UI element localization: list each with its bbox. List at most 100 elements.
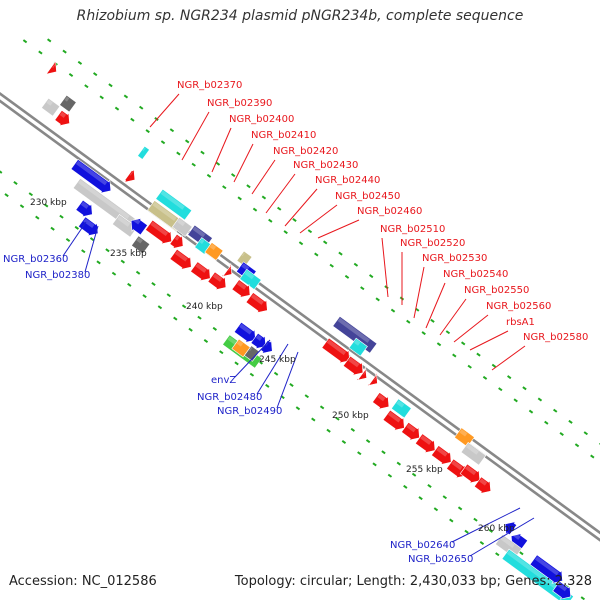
tick-dot: [19, 204, 25, 209]
gene-highlight: [236, 340, 244, 347]
gene-shape: [366, 372, 378, 387]
gene-feature-r: [473, 476, 492, 494]
gene-highlight: [52, 64, 56, 69]
gene-highlight: [239, 323, 253, 335]
gene-shape: [41, 97, 61, 117]
scale-tick-label: 240 kbp: [186, 302, 223, 312]
gene-feature-b: [552, 580, 572, 600]
backbone-layer: [0, 91, 600, 542]
tick-dot: [22, 39, 28, 44]
gene-highlight: [459, 429, 468, 437]
tick-dot: [283, 230, 288, 235]
tick-dot: [114, 106, 120, 111]
tick-dot: [81, 249, 86, 254]
gene-highlight: [373, 376, 378, 381]
tick-dot: [130, 117, 135, 122]
gene-highlight: [136, 237, 143, 244]
gene-shape: [220, 262, 233, 278]
gene-highlight: [241, 263, 250, 271]
tick-dot: [544, 420, 549, 425]
gene-label: NGR_b02390: [207, 98, 272, 109]
tick-dot: [108, 83, 113, 88]
gene-highlight: [534, 556, 560, 576]
gene-feature-b: [75, 199, 93, 218]
tick-dot: [467, 364, 472, 369]
scale-tick-label: 255 kbp: [406, 465, 443, 475]
label-leader: [149, 93, 180, 128]
feature-layer: [41, 60, 575, 600]
label-leader: [181, 111, 210, 161]
tick-dot: [123, 94, 129, 99]
gene-highlight: [78, 179, 130, 220]
tick-dot: [234, 361, 239, 366]
tick-dot: [246, 184, 251, 189]
tick-dot: [365, 439, 371, 444]
label-leader: [425, 282, 446, 329]
gene-highlight: [506, 550, 567, 596]
tick-dot: [473, 517, 478, 522]
gene-shape: [231, 338, 251, 358]
tick-dot: [127, 282, 132, 287]
tick-dot: [403, 484, 408, 489]
tick-dot: [353, 262, 359, 267]
gene-feature-c: [155, 188, 193, 221]
tick-dot: [77, 60, 83, 65]
gene-highlight: [132, 217, 141, 225]
gene-label: NGR_b02580: [523, 332, 588, 343]
gene-feature-r: [355, 366, 367, 381]
gene-highlight: [500, 535, 515, 548]
gene-feature-g: [41, 97, 61, 117]
gene-highlight: [479, 478, 488, 486]
gene-shape: [169, 233, 184, 249]
tick-dot: [157, 305, 163, 310]
gene-label: NGR_b02400: [229, 114, 294, 125]
gene-feature-r: [431, 445, 452, 466]
gene-feature-b: [70, 158, 112, 194]
tick-dot: [62, 49, 67, 54]
gene-highlight: [396, 400, 405, 408]
label-leader: [469, 517, 535, 557]
backbone-line: [0, 99, 600, 542]
tick-dot: [537, 397, 543, 402]
tick-dot: [298, 241, 304, 246]
tick-dot: [528, 409, 534, 414]
gene-highlight: [377, 393, 386, 402]
tick-dot: [304, 394, 310, 399]
gene-shape: [260, 339, 273, 354]
gene-highlight: [249, 347, 253, 351]
gene-shape: [45, 60, 57, 75]
gene-feature-dg: [131, 235, 151, 255]
tick-dot: [292, 218, 297, 222]
accession-text: Accession: NC_012586: [9, 574, 157, 589]
tick-dot: [166, 293, 172, 298]
tick-dot: [59, 214, 64, 219]
gene-label: envZ: [211, 375, 236, 386]
gene-highlight: [199, 238, 205, 244]
tick-dot: [445, 330, 451, 335]
gene-feature-c: [137, 145, 150, 160]
tick-dot: [120, 259, 126, 264]
tick-dot: [319, 405, 325, 410]
tick-dot: [307, 229, 313, 234]
gene-highlight: [465, 443, 479, 455]
gene-shape: [552, 580, 572, 600]
gene-feature-b: [250, 332, 267, 350]
gene-feature-o: [231, 338, 251, 358]
gene-feature-o: [204, 242, 224, 261]
gene-highlight: [337, 317, 370, 343]
tick-dot: [212, 326, 218, 331]
gene-feature-r: [231, 279, 251, 298]
tick-dot: [427, 484, 432, 488]
tick-dot: [295, 406, 301, 411]
gene-shape: [414, 433, 436, 454]
tick-dot: [74, 225, 80, 230]
gene-highlight: [250, 293, 264, 305]
gene-label: NGR_b02550: [464, 285, 529, 296]
tick-dot: [322, 240, 328, 245]
gene-shape: [190, 261, 211, 282]
gene-shape: [355, 366, 367, 381]
tick-dot: [421, 331, 426, 336]
tick-dot: [326, 428, 331, 433]
tick-dot: [0, 169, 3, 174]
